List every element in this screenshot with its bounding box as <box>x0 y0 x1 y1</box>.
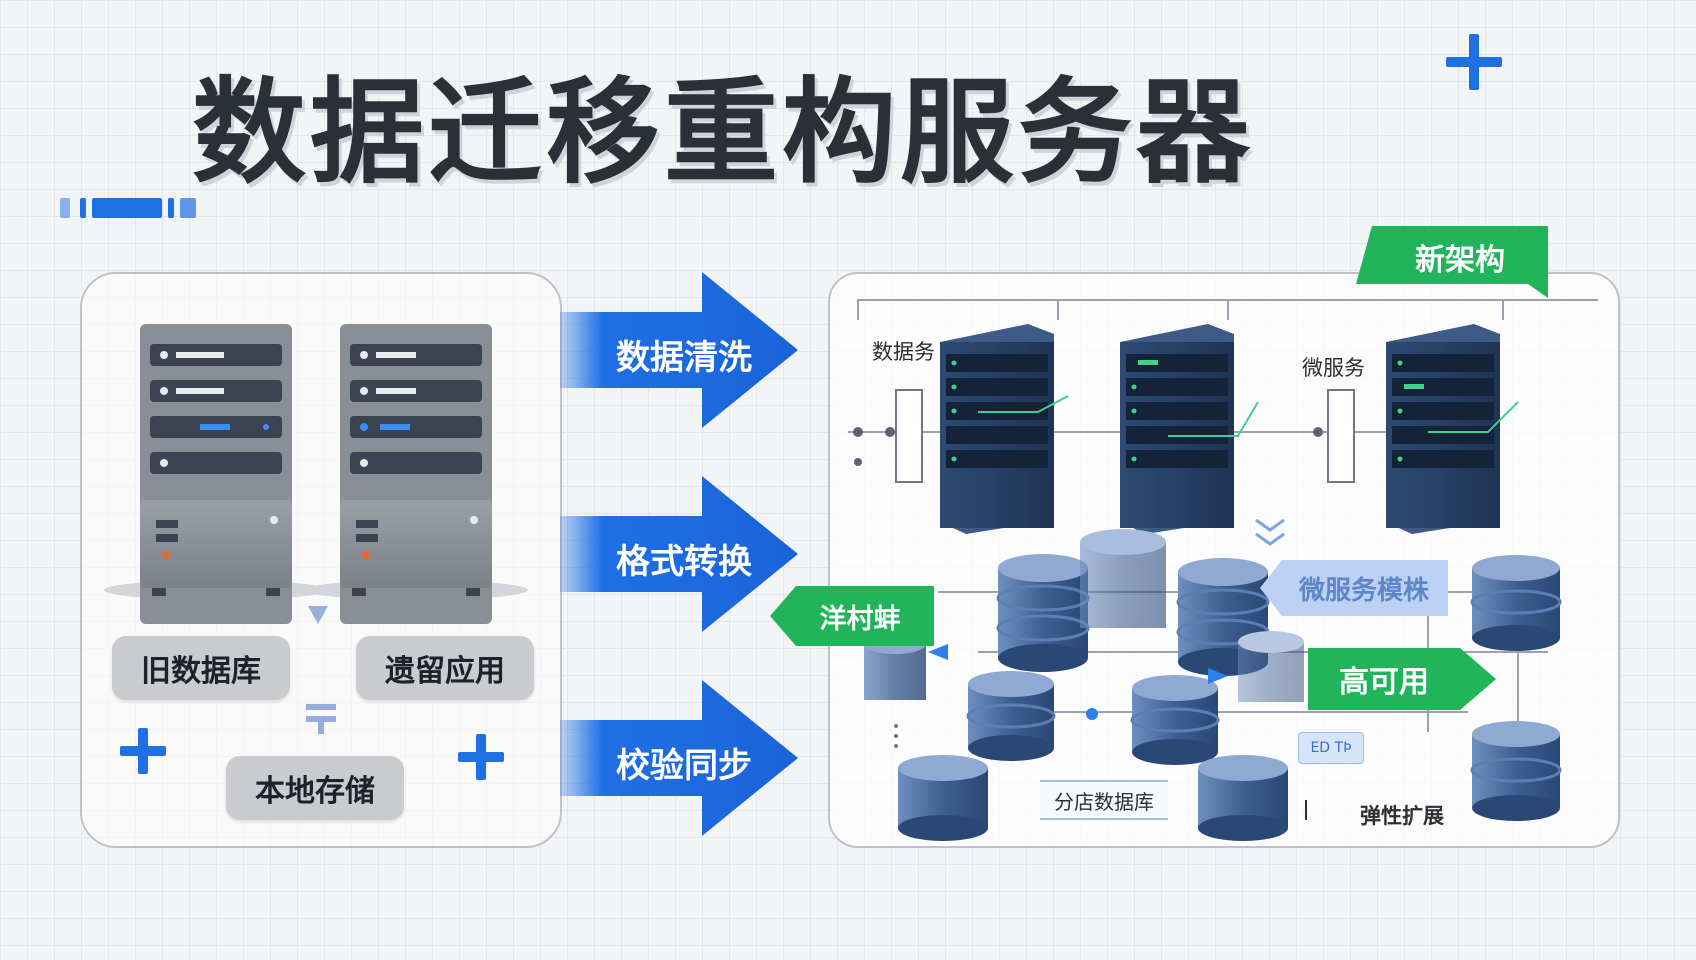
legacy-servers <box>104 324 528 734</box>
arrow-convert <box>560 476 798 632</box>
page-title: 数据迁移重构服务器 <box>192 66 1255 199</box>
server-icon <box>340 324 492 624</box>
label-local-storage: 本地存储 <box>226 756 404 820</box>
step-clean-label: 数据清洗 <box>616 338 752 378</box>
microservice-module-tag-shape <box>1260 560 1448 616</box>
label-microservice: 微服务 <box>1302 356 1365 380</box>
high-availability-tag-shape <box>1308 648 1496 710</box>
plus-icon <box>120 728 166 774</box>
new-architecture-badge: 新架构 <box>1415 243 1505 278</box>
process-arrows <box>560 272 798 836</box>
database-icon <box>966 671 1056 761</box>
elastic-scaling-label: 弹性扩展 <box>1360 804 1444 828</box>
database-icon <box>1470 721 1562 821</box>
database-icon <box>1198 755 1288 841</box>
database-icon <box>996 554 1090 672</box>
new-architecture-diagram <box>848 299 1598 841</box>
distributed-database-label: 分店数据库 <box>1040 780 1168 820</box>
green-tag: 洋村蚌 <box>819 603 901 635</box>
database-icon <box>1080 529 1166 628</box>
high-availability-tag: 高可用 <box>1339 665 1429 700</box>
database-icon <box>1176 558 1270 676</box>
chevron-down-icon <box>1255 518 1285 546</box>
step-verify-label: 校验同步 <box>616 746 752 786</box>
step-convert-label: 格式转换 <box>616 542 752 582</box>
database-icon <box>1130 675 1220 765</box>
database-icon <box>1470 555 1562 651</box>
label-legacy-app: 遗留应用 <box>356 636 534 700</box>
label-data-service: 数据务 <box>872 340 935 364</box>
connector-icon <box>306 606 336 734</box>
plus-icon <box>458 734 504 780</box>
microservice-module-tag: 微服务模株 <box>1298 575 1429 606</box>
server-icon <box>940 324 1069 534</box>
small-status-badge: ED TÞ <box>1298 732 1364 764</box>
server-icon <box>1386 324 1519 534</box>
arrow-clean <box>560 272 798 428</box>
plus-icon <box>1446 34 1502 90</box>
database-icon <box>898 755 988 841</box>
server-icon <box>1120 324 1259 534</box>
arrow-verify <box>560 680 798 836</box>
server-icon <box>140 324 292 624</box>
new-architecture-badge-shape <box>1356 226 1548 298</box>
green-tag-shape <box>770 586 934 646</box>
database-icon <box>1238 631 1304 702</box>
label-old-database: 旧数据库 <box>112 636 290 700</box>
